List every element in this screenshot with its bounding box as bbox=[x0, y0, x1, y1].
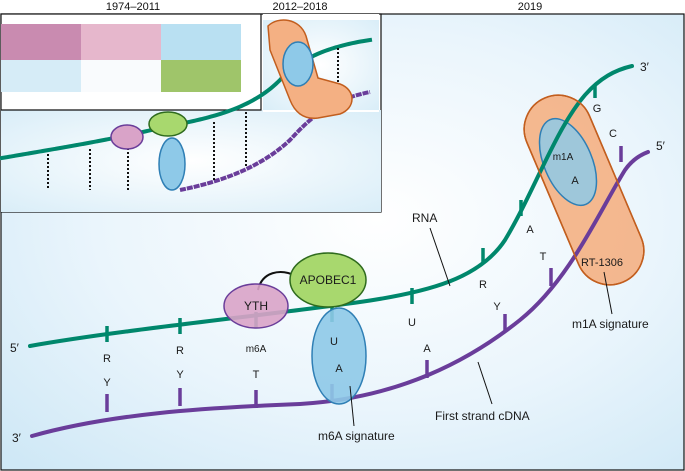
rna-base-labels: R R m6A U U R A G bbox=[103, 103, 601, 365]
swatch-3 bbox=[161, 24, 241, 60]
inset-rt-blue-oval bbox=[282, 41, 314, 87]
rna-base-label: U bbox=[330, 336, 338, 348]
rna-leader-line bbox=[429, 227, 451, 287]
era-label-2012-2018: 2012–2018 bbox=[272, 1, 327, 13]
yth-label: YTH bbox=[244, 299, 268, 313]
cdna-3prime-label: 3′ bbox=[12, 431, 22, 445]
inset-panel bbox=[0, 13, 382, 213]
cdna-label: First strand cDNA bbox=[435, 409, 530, 423]
swatch-2 bbox=[81, 24, 161, 60]
cdna-base-label: Y bbox=[103, 377, 111, 389]
inset-rna-strand bbox=[0, 37, 373, 161]
inset-cdna-strand bbox=[179, 90, 371, 192]
rna-base-label: R bbox=[176, 345, 184, 357]
rna-base-label: m6A bbox=[246, 344, 267, 355]
rna-strand bbox=[28, 64, 634, 348]
blue-deaminase-oval bbox=[311, 307, 367, 405]
m1a-signature-leader bbox=[603, 271, 613, 315]
cdna-strand bbox=[30, 150, 650, 438]
cdna-base-labels: Y Y T A A Y T C bbox=[103, 128, 617, 389]
rna-base-label: A bbox=[526, 224, 534, 236]
era-label-2019: 2019 bbox=[518, 1, 542, 13]
rt-1306-label: RT-1306 bbox=[581, 257, 623, 269]
cdna-base-label: T bbox=[540, 251, 547, 263]
cdna-base-label: C bbox=[609, 128, 617, 140]
cdna-leader-line bbox=[477, 361, 493, 405]
cdna-base-label: T bbox=[253, 369, 260, 381]
inset-apobec-oval bbox=[148, 111, 188, 137]
m6a-signature-label: m6A signature bbox=[318, 429, 395, 443]
era-label-1974-2011: 1974–2011 bbox=[106, 1, 160, 13]
inset-blue-oval bbox=[158, 137, 186, 191]
m6a-signature-leader bbox=[349, 385, 355, 427]
m1a-signature-label: m1A signature bbox=[572, 317, 649, 331]
rna-base-label: R bbox=[479, 279, 487, 291]
cdna-5prime-label: 5′ bbox=[656, 139, 666, 153]
apobec1-enzyme bbox=[289, 252, 367, 308]
rna-label: RNA bbox=[412, 211, 437, 225]
rt-inner-bottom-label: A bbox=[571, 175, 579, 187]
swatch-1 bbox=[1, 24, 81, 60]
cdna-base-label: A bbox=[335, 363, 343, 375]
swatch-6 bbox=[161, 60, 241, 92]
cdna-base-label: Y bbox=[493, 301, 501, 313]
rt-inner-top-label: m1A bbox=[553, 152, 574, 163]
rna-base-label: G bbox=[593, 103, 602, 115]
swatch-5 bbox=[81, 60, 161, 92]
rna-5prime-label: 5′ bbox=[10, 341, 20, 355]
color-swatch-grid bbox=[1, 24, 241, 92]
inset-yth-oval bbox=[110, 124, 144, 150]
rna-3prime-label: 3′ bbox=[640, 60, 650, 74]
cdna-base-label: A bbox=[423, 343, 431, 355]
swatch-4 bbox=[1, 60, 81, 92]
cdna-base-label: Y bbox=[176, 369, 184, 381]
rna-base-label: R bbox=[103, 353, 111, 365]
apobec1-label: APOBEC1 bbox=[300, 273, 357, 287]
rna-base-label: U bbox=[408, 317, 416, 329]
yth-domain bbox=[223, 283, 289, 329]
